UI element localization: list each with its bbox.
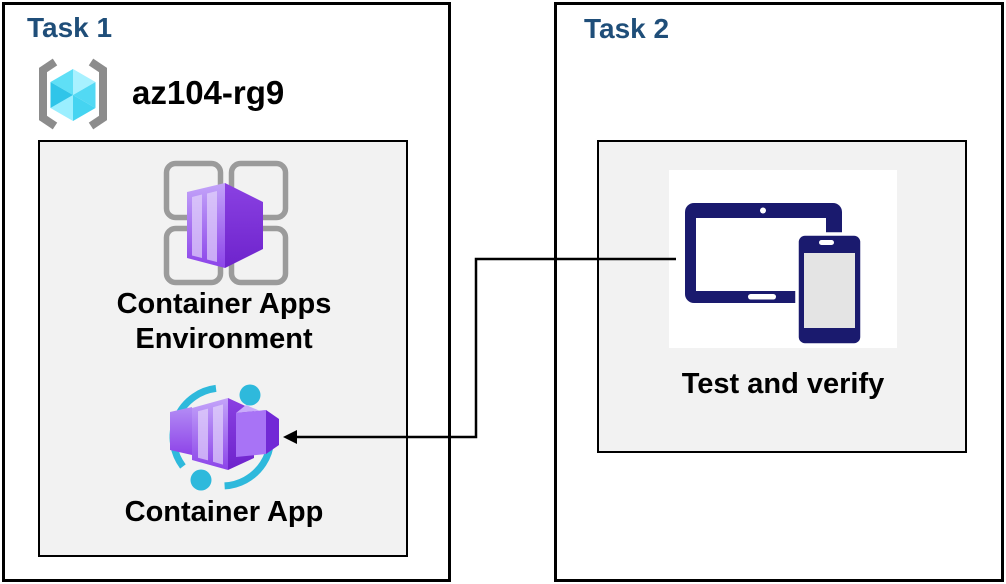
test-and-verify-label: Test and verify [681,368,885,400]
container-app-icon [169,384,279,491]
container-apps-environment-icon [163,160,289,286]
container-app-label: Container App [124,496,324,528]
resource-group [34,57,112,132]
environment-label-line2: Environment [135,323,313,355]
task1-title: Task 1 [27,12,113,43]
resource-group-icon [39,58,107,130]
task2-title: Task 2 [584,13,670,44]
container-apps-environment [160,157,292,289]
environment-label: Container Apps Environment [40,287,408,357]
container-app [162,382,282,492]
resource-group-name: az104-rg9 [132,74,285,111]
tablet-phone-icon [685,203,864,347]
test-and-verify [669,170,897,348]
environment-label-line1: Container Apps [116,288,332,320]
